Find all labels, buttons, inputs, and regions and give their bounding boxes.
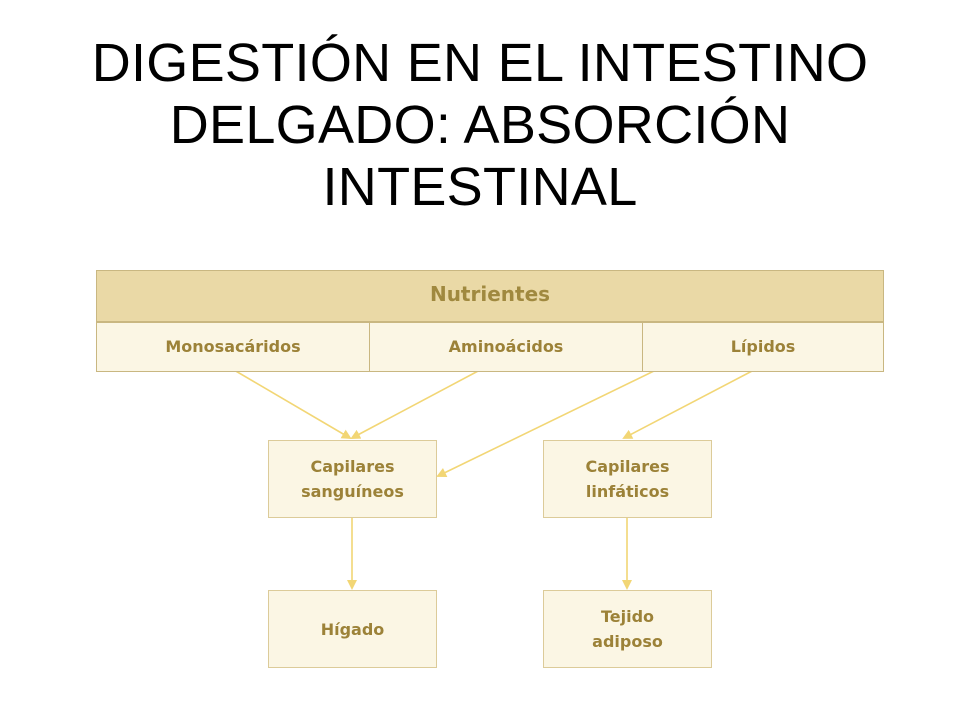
arrow-lipids-to-lymph <box>622 369 755 439</box>
blood-capillaries-box: Capilares sanguíneos <box>268 440 437 518</box>
nutrient-monosaccharides: Monosacáridos <box>97 323 370 371</box>
blood-capillaries-line-1: Capilares <box>310 457 395 476</box>
title-line-3: INTESTINAL <box>322 157 638 217</box>
nutrients-header: Nutrientes <box>96 270 884 322</box>
arrow-monosaccharides-to-blood <box>233 369 352 440</box>
adipose-tissue-box: Tejido adiposo <box>543 590 712 668</box>
flow-arrows <box>233 369 755 590</box>
nutrient-lipids: Lípidos <box>730 337 796 356</box>
page-title: DIGESTIÓN EN EL INTESTINO DELGADO: ABSOR… <box>0 32 960 218</box>
title-line-2: DELGADO: ABSORCIÓN <box>169 95 791 155</box>
blood-capillaries-line-2: sanguíneos <box>301 482 404 501</box>
adipose-line-1: Tejido <box>600 607 655 626</box>
arrow-aminoacids-to-blood <box>350 369 481 439</box>
adipose-line-2: adiposo <box>592 632 663 651</box>
nutrients-row: Monosacáridos Aminoácidos Lípidos <box>96 322 884 372</box>
liver-box: Hígado <box>268 590 437 668</box>
title-line-1: DIGESTIÓN EN EL INTESTINO <box>91 33 869 93</box>
arrow-lipids-to-blood <box>436 369 657 477</box>
nutrients-header-label: Nutrientes <box>429 282 551 306</box>
absorption-diagram: Nutrientes Monosacáridos Aminoácidos Líp… <box>96 268 884 668</box>
liver-label: Hígado <box>320 619 385 639</box>
lymph-capillaries-line-2: linfáticos <box>585 482 670 501</box>
nutrient-aminoacids: Aminoácidos <box>370 323 643 371</box>
lymph-capillaries-box: Capilares linfáticos <box>543 440 712 518</box>
lymph-capillaries-line-1: Capilares <box>585 457 670 476</box>
